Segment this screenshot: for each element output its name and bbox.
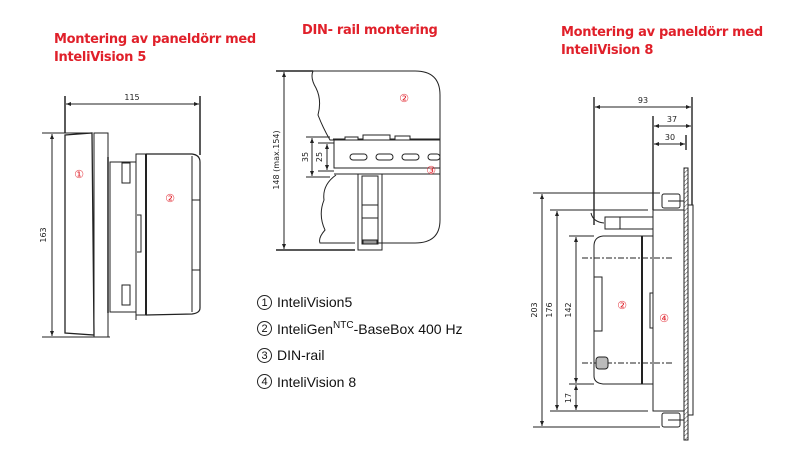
dim-label-142: 142 xyxy=(564,302,573,317)
title-line-2: InteliVision 8 xyxy=(561,43,654,58)
basebox-tab xyxy=(593,276,603,332)
legend-item-3: 3 DIN-rail xyxy=(257,342,463,369)
dim-label-17: 17 xyxy=(564,393,573,403)
marker-4: ④ xyxy=(659,312,669,325)
legend-number: 3 xyxy=(257,347,272,363)
basebox-body xyxy=(145,153,201,316)
legend-number: 1 xyxy=(257,294,272,310)
title-din-rail-mounting: DIN- rail montering xyxy=(302,23,438,38)
din-clip-inner xyxy=(361,175,379,245)
din-clip-foot xyxy=(362,239,378,245)
marker-3: ③ xyxy=(426,164,436,177)
din-rail-slot xyxy=(349,153,368,161)
legend-item-1: 1 InteliVision5 xyxy=(257,289,463,316)
intelivision8-body xyxy=(652,209,685,412)
dim-label-25: 25 xyxy=(315,152,324,162)
din-rail-slot xyxy=(401,153,420,161)
title-line-1: Montering av paneldörr med xyxy=(54,32,256,47)
basebox-body xyxy=(593,235,643,385)
title-intelivision5-mounting: Montering av paneldörr med InteliVision … xyxy=(54,31,256,67)
dim-label-37: 37 xyxy=(667,115,677,124)
marker-2: ② xyxy=(399,92,409,105)
dim-label-35: 35 xyxy=(301,152,310,162)
title-intelivision8-mounting: Montering av paneldörr med InteliVision … xyxy=(561,24,763,60)
intelivision5-front xyxy=(64,132,95,336)
legend-item-4: 4 InteliVision 8 xyxy=(257,369,463,396)
din-rail-slot xyxy=(375,153,394,161)
dim-label-width: 115 xyxy=(124,93,139,102)
intelivision5-frame xyxy=(93,132,109,338)
legend-label: InteliVision 8 xyxy=(277,373,357,390)
legend-item-2: 2 InteliGenNTC-BaseBox 400 Hz xyxy=(257,316,463,343)
legend-label-pre: InteliGen xyxy=(277,320,334,337)
legend-label-post: -BaseBox 400 Hz xyxy=(353,320,463,337)
dim-label-176: 176 xyxy=(545,302,554,317)
drawing-intelivision8 xyxy=(533,97,694,441)
din-rail-top xyxy=(333,134,440,140)
marker-2: ② xyxy=(165,192,175,205)
title-line-2: InteliVision 5 xyxy=(54,50,147,65)
screw xyxy=(595,356,609,370)
mounting-bracket xyxy=(109,161,137,313)
panel-door xyxy=(683,167,689,441)
title-line-1: Montering av paneldörr med xyxy=(561,25,763,40)
legend-label: InteliGenNTC-BaseBox 400 Hz xyxy=(277,319,463,337)
drawing-din-rail xyxy=(276,70,441,251)
dim-label-30: 30 xyxy=(665,133,675,142)
clip-top xyxy=(121,162,131,184)
intelivision8-detail xyxy=(649,292,654,329)
legend-label-sup: NTC xyxy=(333,319,354,331)
marker-2: ② xyxy=(617,299,627,312)
marker-1: ① xyxy=(74,168,84,181)
drawing-intelivision5 xyxy=(42,96,201,338)
dim-label-203: 203 xyxy=(530,302,539,317)
legend: 1 InteliVision5 2 InteliGenNTC-BaseBox 4… xyxy=(257,289,463,395)
clip-bottom xyxy=(121,284,131,306)
dim-label-93: 93 xyxy=(638,96,648,105)
cable xyxy=(590,212,605,224)
panel-bezel xyxy=(687,204,694,416)
dim-label-148: 148 (max.154) xyxy=(272,130,281,189)
din-notch xyxy=(137,214,142,253)
legend-label: InteliVision5 xyxy=(277,294,353,311)
legend-number: 4 xyxy=(257,374,272,390)
din-rail-slot xyxy=(427,153,441,161)
connector xyxy=(604,216,654,230)
legend-label: DIN-rail xyxy=(277,347,325,364)
din-clip-frame xyxy=(357,173,383,251)
legend-number: 2 xyxy=(257,321,272,337)
dim-label-height: 163 xyxy=(39,227,48,242)
